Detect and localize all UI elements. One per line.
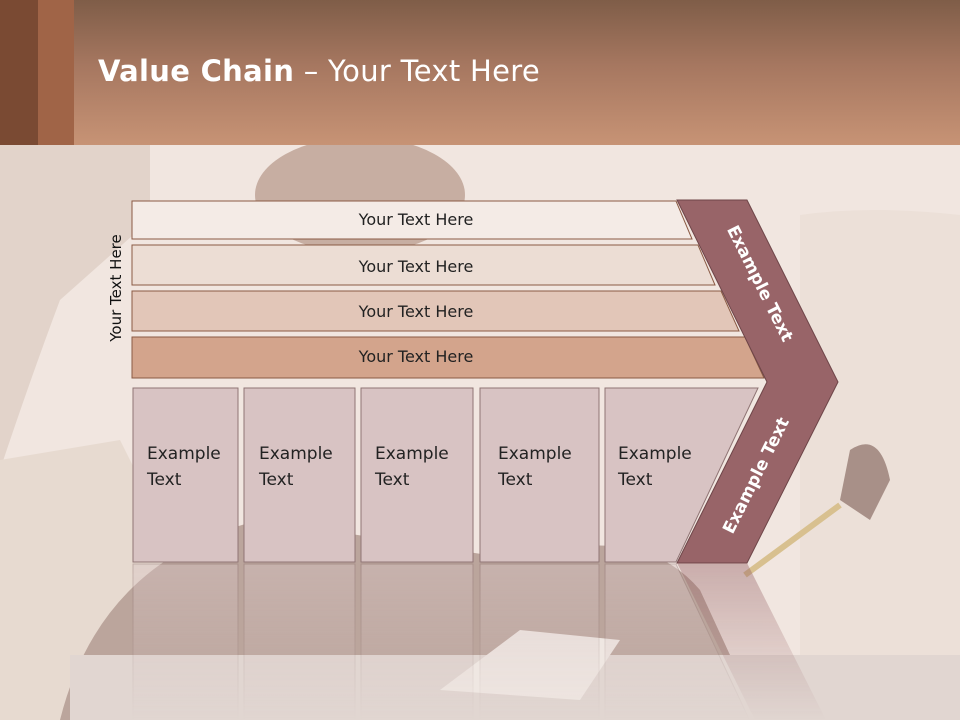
side-label: Your Text Here — [107, 234, 125, 342]
band-shape-2 — [131, 244, 716, 286]
column-box-1 — [132, 387, 239, 563]
title-bar-accent-dark — [0, 0, 38, 145]
slide-title-bold: Value Chain — [98, 54, 295, 88]
column-label-2-line2: Text — [258, 470, 294, 490]
column-box-3 — [360, 387, 474, 563]
column-label-4-line1: Example — [498, 444, 572, 464]
column-label-2-line1: Example — [259, 444, 333, 464]
diagram-reflection — [132, 563, 826, 720]
column-box-2 — [243, 387, 356, 563]
band-label-4: Your Text Here — [358, 347, 474, 366]
title-bar: Value Chain – Your Text Here — [0, 0, 960, 145]
column-label-1-line2: Text — [146, 470, 182, 490]
band-label-3: Your Text Here — [358, 302, 474, 321]
band-label-2: Your Text Here — [358, 257, 474, 276]
slide-title-rest: – Your Text Here — [294, 54, 540, 88]
slide-title: Value Chain – Your Text Here — [98, 54, 540, 88]
column-label-4-line2: Text — [497, 470, 533, 490]
column-label-5-line1: Example — [618, 444, 692, 464]
band-shape-3 — [131, 290, 740, 332]
column-label-5-line2: Text — [617, 470, 653, 490]
band-shape-4 — [131, 336, 765, 379]
column-label-3-line1: Example — [375, 444, 449, 464]
band-shape-1 — [131, 200, 693, 240]
band-label-1: Your Text Here — [358, 210, 474, 229]
column-label-3-line2: Text — [374, 470, 410, 490]
column-box-5 — [604, 387, 759, 563]
column-box-4 — [479, 387, 600, 563]
title-bar-accent-light — [38, 0, 74, 145]
column-label-1-line1: Example — [147, 444, 221, 464]
